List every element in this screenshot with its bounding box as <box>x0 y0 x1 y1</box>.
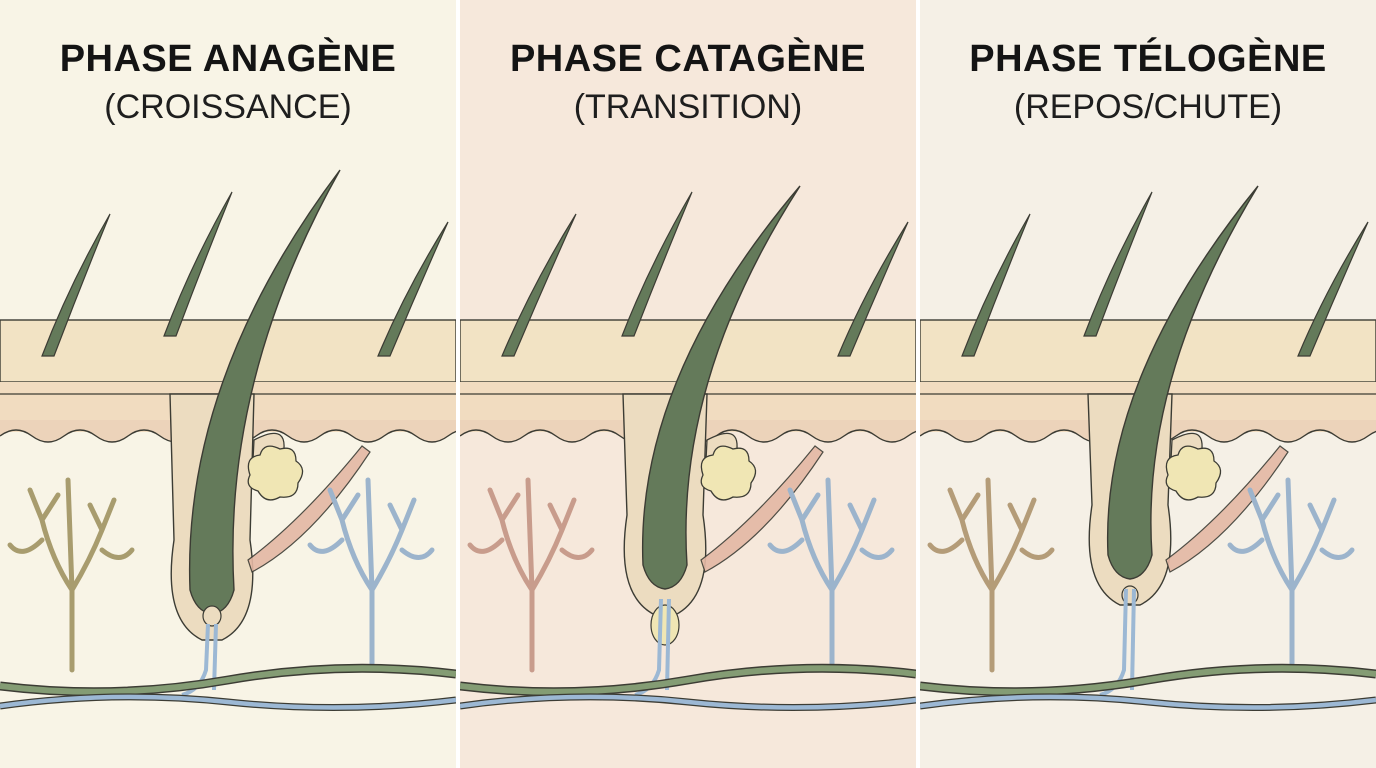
nerve-branch-left <box>467 477 595 673</box>
nerve-branch-left <box>7 477 135 673</box>
blood-vessel-green <box>0 665 456 695</box>
surface-hair <box>377 221 449 357</box>
surface-hair <box>621 191 693 337</box>
surface-hair <box>837 221 909 357</box>
surface-hair <box>501 213 577 357</box>
panel-title: PHASE TÉLOGÈNE <box>969 38 1327 80</box>
blood-vessel-blue <box>0 694 456 710</box>
papilla-capillary <box>665 598 671 691</box>
arrector-pili-muscle <box>1165 445 1289 573</box>
panel-catagen: PHASE CATAGÈNE (TRANSITION) <box>460 0 916 768</box>
panel-subtitle: (TRANSITION) <box>573 88 803 126</box>
catagen-illustration <box>460 0 916 768</box>
panel-subtitle: (CROISSANCE) <box>104 88 352 126</box>
surface-hair <box>961 213 1031 357</box>
dermal-papilla <box>202 605 222 627</box>
main-hair-shaft <box>641 185 801 590</box>
panel-anagen: PHASE ANAGÈNE (CROISSANCE) <box>0 0 456 768</box>
panel-divider <box>456 0 460 768</box>
papilla-capillary <box>1130 588 1136 691</box>
blood-vessel-green <box>460 665 916 695</box>
nerve-branch-left <box>927 477 1055 673</box>
panel-title: PHASE CATAGÈNE <box>509 38 867 80</box>
nerve-branch-right <box>307 477 435 673</box>
blood-vessel-blue <box>460 694 916 710</box>
panel-divider <box>916 0 920 768</box>
arrector-pili-muscle <box>700 445 824 573</box>
papillary-wave <box>0 429 456 443</box>
panel-telogen: PHASE TÉLOGÈNE (REPOS/CHUTE) <box>920 0 1376 768</box>
arrector-pili-muscle <box>247 445 371 573</box>
sebaceous-gland <box>1165 445 1222 501</box>
nerve-branch-right <box>767 477 895 673</box>
blood-vessel-blue <box>920 694 1376 710</box>
surface-hair <box>41 213 111 357</box>
panel-subtitle: (REPOS/CHUTE) <box>1013 88 1283 126</box>
surface-hair <box>163 191 233 337</box>
sebaceous-gland <box>700 445 757 501</box>
panel-title: PHASE ANAGÈNE <box>59 38 397 80</box>
blood-vessel-green <box>920 665 1376 695</box>
sebaceous-gland <box>247 445 304 501</box>
surface-hair <box>1297 221 1369 357</box>
anagen-illustration <box>0 0 456 768</box>
papillary-wave <box>920 429 1376 443</box>
dermal-papilla <box>650 604 680 646</box>
main-hair-shaft <box>1106 185 1259 580</box>
telogen-illustration <box>920 0 1376 768</box>
nerve-branch-right <box>1227 477 1355 673</box>
surface-hair <box>1083 191 1153 337</box>
